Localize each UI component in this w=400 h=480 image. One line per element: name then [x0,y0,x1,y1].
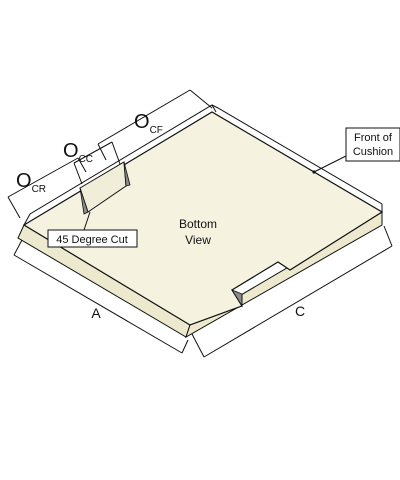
dim-c-label: C [295,303,305,319]
front-leader-line [313,155,347,173]
dim-cc-label: OCC [63,140,93,165]
dim-cr-tick-1 [7,196,21,219]
dim-cr-sub: CR [32,184,46,195]
dim-c-tick-2 [383,225,393,247]
cut-leader-line [83,211,91,231]
dim-c-tick-1 [191,333,205,358]
dim-cc-tick-1 [73,162,83,185]
dim-cf-label: OCF [134,111,163,136]
cut-label-box [47,229,138,248]
front-label-box [345,127,400,162]
dim-cf-line [97,89,191,145]
dim-cr-line [7,157,79,198]
dim-cr-label: OCR [16,170,46,195]
center-label-line-1: Bottom [179,217,217,231]
dim-cf-tick-1 [189,89,213,109]
front-leader-dot [312,170,316,174]
cushion-bottom-face [22,111,384,326]
dim-c-line [203,245,393,358]
cushion-inner-edge-left [23,104,217,226]
front-label-line-2: Cushion [353,146,393,158]
cut-notch-shadow-2 [123,161,131,187]
dim-cc-sub: CC [79,154,93,165]
cut-label-text: 45 Degree Cut [56,234,128,246]
dim-cc-main: O [63,140,79,162]
dim-cr-main: O [16,170,32,192]
cushion-inner-edge-right [211,104,383,212]
dim-a-line [13,254,183,354]
dim-a-tick-1 [13,239,23,256]
cut-notch-shadow [79,187,89,215]
front-label-line-1: Front of [354,132,393,144]
dim-a-label: A [91,305,101,321]
dim-cf-main: O [134,111,150,133]
dim-cf-tick-2 [97,143,107,161]
center-label-line-2: View [185,233,211,247]
dim-cc-tick-2 [111,141,121,165]
dim-cc-line [73,141,113,164]
dim-cf-sub: CF [150,125,163,136]
dim-a-tick-2 [181,339,189,354]
